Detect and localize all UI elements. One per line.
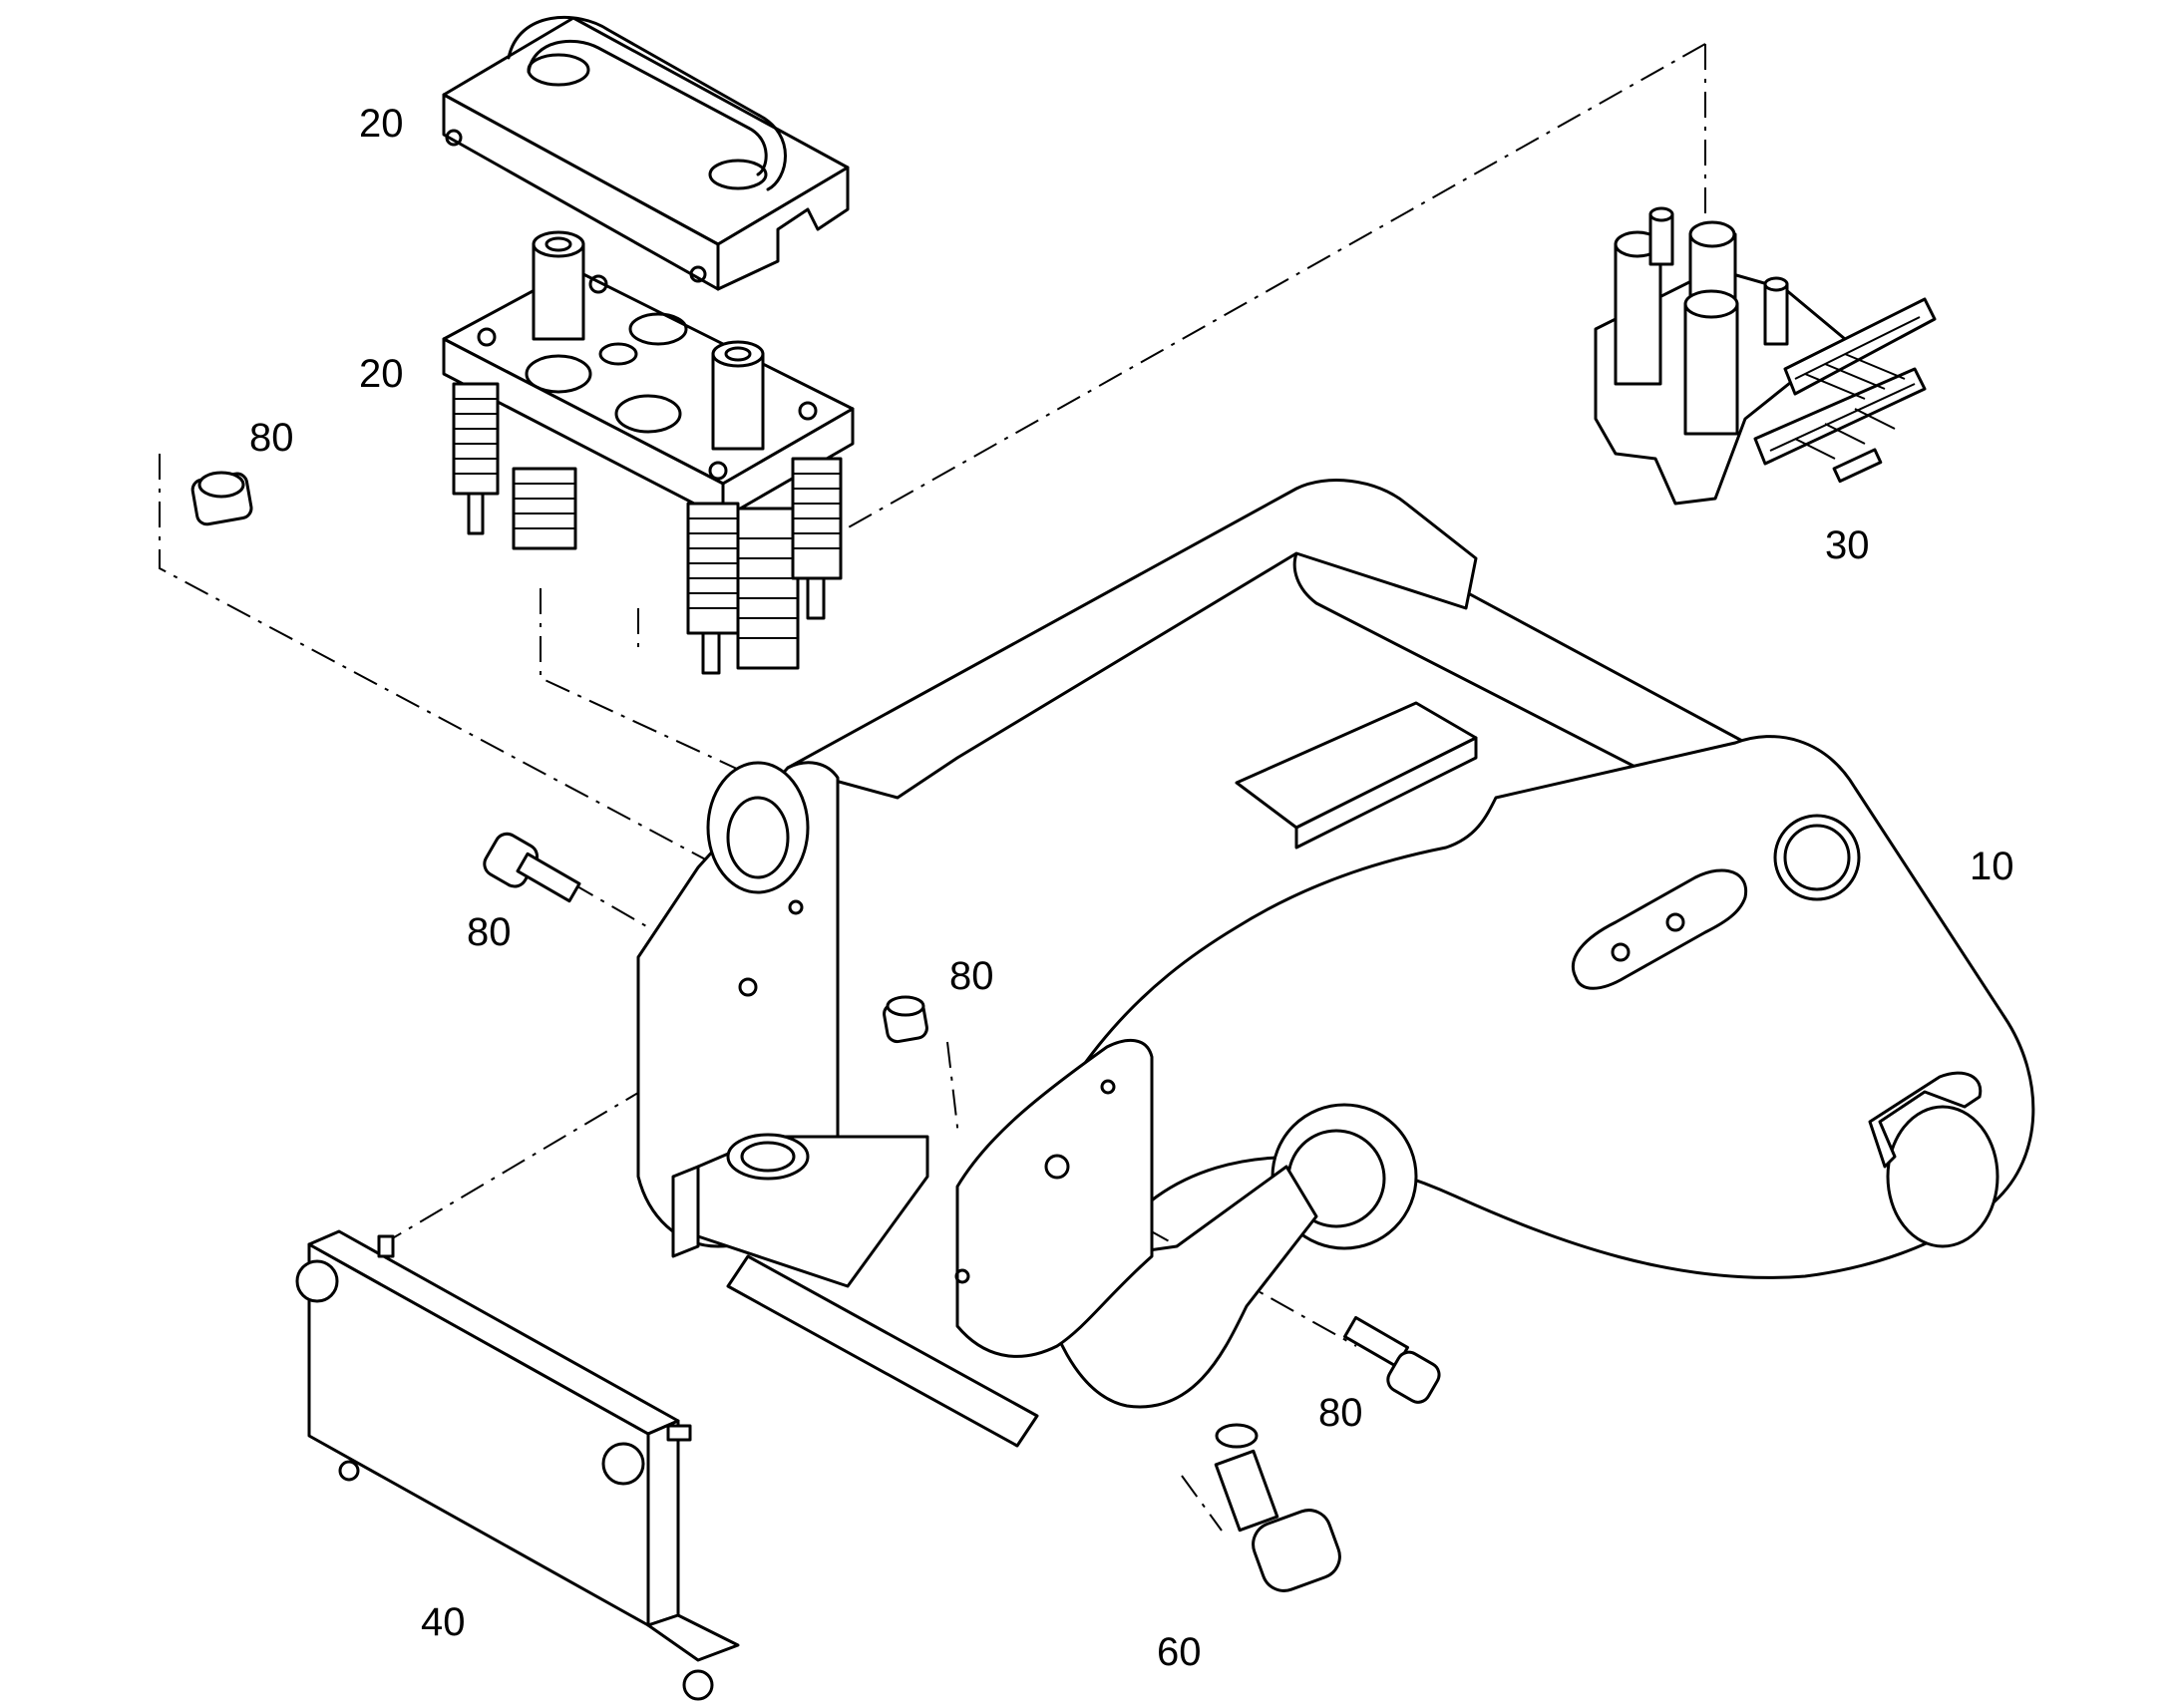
spring-left [452, 382, 500, 535]
spring-right-front [686, 502, 740, 675]
callout-30: 30 [1825, 523, 1870, 567]
callout-80-sleeve: 80 [249, 416, 294, 460]
callout-20-cover: 20 [359, 102, 404, 146]
callout-40: 40 [421, 1600, 466, 1644]
callout-80-bolt-right: 80 [1318, 1391, 1363, 1435]
part-80-sleeve-top [190, 471, 253, 526]
part-20-valve-block [442, 230, 855, 675]
part-30-fittings [1594, 206, 1937, 506]
callout-80-sleeve-mid: 80 [949, 954, 994, 998]
part-60-fitting [1214, 1423, 1341, 1592]
part-40-cover-plate [295, 1229, 740, 1701]
spring-center [512, 467, 577, 550]
callout-80-bolt-left: 80 [467, 910, 512, 954]
part-80-sleeve-mid [883, 995, 928, 1044]
spring-right-back [791, 457, 843, 620]
callout-10: 10 [1970, 845, 2014, 888]
part-80-bolt-left [483, 832, 581, 903]
part-80-bolt-right [1343, 1315, 1441, 1404]
part-10-frame [636, 479, 2035, 1448]
callout-20-valve: 20 [359, 352, 404, 396]
coupling-threaded [736, 507, 800, 670]
callout-60: 60 [1157, 1630, 1202, 1674]
part-20-cover [442, 15, 850, 291]
